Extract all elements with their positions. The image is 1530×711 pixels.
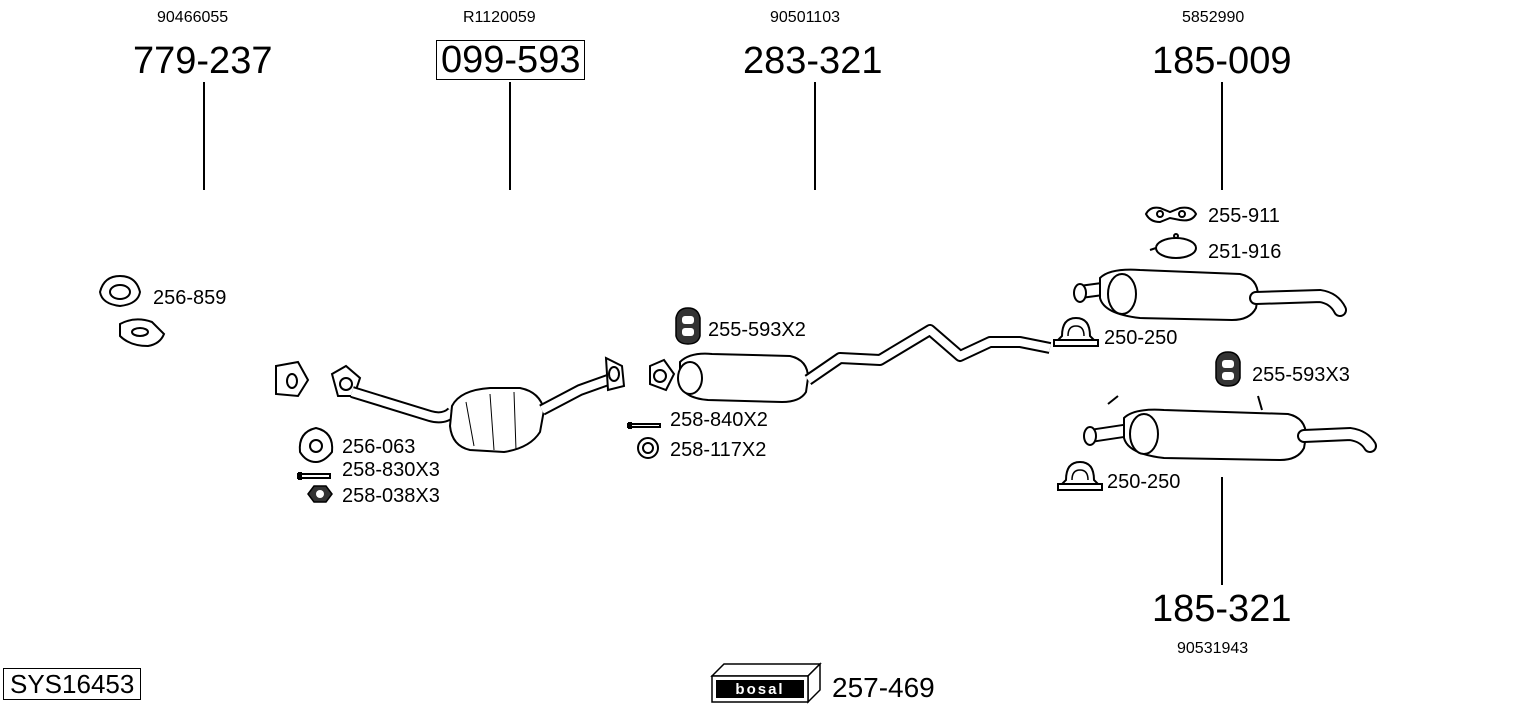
part-number-283-321[interactable]: 283-321: [743, 40, 883, 82]
fitting-label-255-593x2[interactable]: 255-593X2: [708, 319, 806, 341]
seal-ring-icon: [637, 437, 659, 459]
rear-silencer-upper-drawing: [1073, 268, 1347, 322]
fitting-label-250-250-upper[interactable]: 250-250: [1104, 327, 1178, 349]
fitting-label-255-593x3[interactable]: 255-593X3: [1252, 364, 1350, 386]
oem-number-779-237: 90466055: [157, 9, 229, 26]
bolt-icon: [627, 422, 661, 429]
bosal-logo-text: bosal: [735, 681, 785, 698]
fitting-label-251-916[interactable]: 251-916: [1208, 241, 1282, 263]
part-number-779-237[interactable]: 779-237: [133, 40, 273, 82]
oem-number-283-321: 90501103: [770, 9, 840, 26]
pipe-clamp-icon: [1053, 316, 1099, 347]
fitting-label-256-063[interactable]: 256-063: [342, 436, 416, 458]
part-number-099-593[interactable]: 099-593: [436, 40, 586, 80]
nut-icon: [307, 485, 333, 503]
bolt-icon: [297, 472, 331, 480]
fitting-label-258-840x2[interactable]: 258-840X2: [670, 409, 768, 431]
system-code: SYS16453: [3, 668, 142, 700]
fitting-label-258-830x3[interactable]: 258-830X3: [342, 459, 440, 481]
centre-silencer-drawing: [649, 324, 1052, 404]
kit-number[interactable]: 257-469: [832, 672, 935, 703]
pipe-clamp-icon: [1057, 460, 1103, 491]
fitting-label-255-911[interactable]: 255-911: [1208, 205, 1280, 227]
oem-number-185-009: 5852990: [1182, 9, 1245, 26]
fitting-label-250-250-lower[interactable]: 250-250: [1107, 471, 1181, 493]
rubber-mount-icon: [1215, 351, 1241, 387]
hanger-bracket-icon: [1144, 206, 1198, 224]
bosal-logo: [710, 662, 822, 704]
fitting-label-256-859[interactable]: 256-859: [153, 287, 227, 309]
front-pipe-drawing: [119, 318, 310, 433]
triangle-gasket-icon: [298, 426, 334, 464]
fitting-label-258-038x3[interactable]: 258-038X3: [342, 485, 440, 507]
part-number-185-321[interactable]: 185-321: [1152, 588, 1292, 630]
fitting-label-258-117x2[interactable]: 258-117X2: [670, 439, 767, 461]
catalytic-converter-drawing: [330, 356, 626, 454]
rear-silencer-lower-drawing: [1083, 395, 1377, 462]
part-number-185-009[interactable]: 185-009: [1152, 40, 1292, 82]
rubber-mount-icon: [675, 307, 701, 345]
oem-number-185-321: 90531943: [1177, 640, 1249, 657]
clamp-band-icon: [1149, 233, 1197, 259]
gasket-ring-icon: [98, 274, 142, 308]
oem-number-099-593: R1120059: [463, 9, 536, 26]
